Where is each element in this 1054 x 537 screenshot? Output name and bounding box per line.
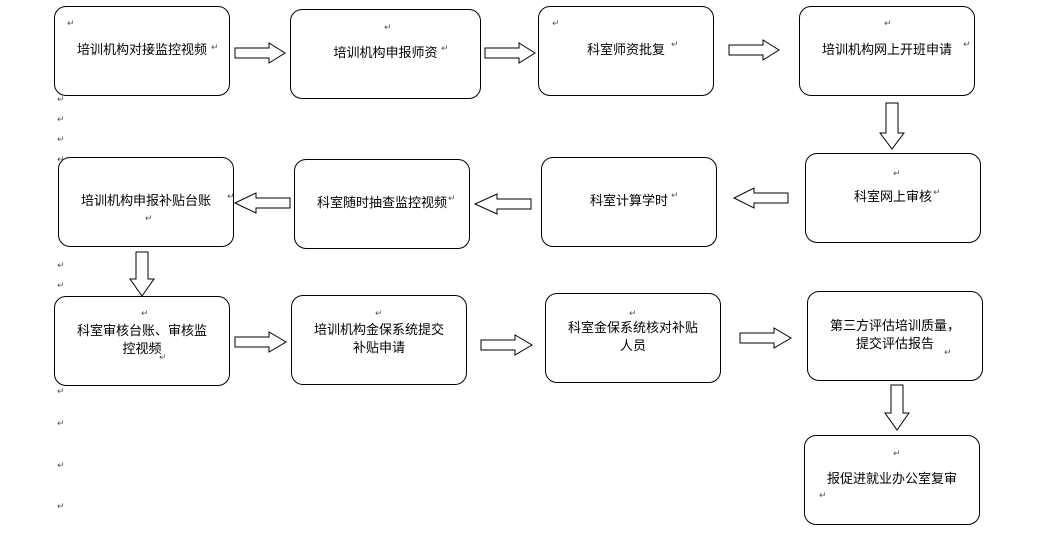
arrow-n3-n4 — [728, 39, 780, 61]
paragraph-mark: ↵ — [211, 43, 219, 53]
paragraph-mark: ↵ — [671, 40, 679, 50]
paragraph-mark: ↵ — [57, 155, 65, 165]
node-label: 科室审核台账、审核监 控视频 — [76, 324, 207, 357]
step-verify-subsidy-personnel: 科室金保系统核对补贴 人员 — [545, 293, 721, 383]
step-submit-subsidy-application: 培训机构金保系统提交 补贴申请 — [291, 295, 467, 385]
paragraph-mark: ↵ — [227, 192, 235, 202]
paragraph-mark: ↵ — [57, 95, 65, 105]
step-connect-monitor-video: 培训机构对接监控视频 — [54, 6, 230, 96]
paragraph-mark: ↵ — [141, 309, 149, 319]
node-label: 培训机构金保系统提交 补贴申请 — [313, 323, 444, 356]
paragraph-mark: ↵ — [145, 214, 153, 224]
node-label: 培训机构申报师资 — [333, 46, 438, 61]
paragraph-mark: ↵ — [819, 491, 827, 501]
arrow-n7-n8 — [233, 192, 291, 214]
paragraph-mark: ↵ — [67, 19, 75, 29]
step-online-review: 科室网上审核 — [805, 153, 981, 243]
node-label: 科室网上审核 — [853, 190, 932, 205]
node-label: 第三方评估培训质量， 提交评估报告 — [829, 319, 960, 352]
arrow-n11-n12 — [739, 327, 792, 349]
paragraph-mark: ↵ — [57, 419, 65, 429]
arrow-n8-n9 — [129, 251, 155, 297]
arrow-n6-n7 — [473, 193, 532, 215]
paragraph-mark: ↵ — [884, 19, 892, 29]
node-label: 科室随时抽查监控视频 — [316, 196, 447, 211]
arrow-n9-n10 — [234, 331, 287, 353]
paragraph-mark: ↵ — [57, 281, 65, 291]
arrow-n10-n11 — [480, 334, 533, 356]
paragraph-mark: ↵ — [893, 169, 901, 179]
paragraph-mark: ↵ — [57, 387, 65, 397]
paragraph-mark: ↵ — [629, 309, 637, 319]
paragraph-mark: ↵ — [159, 353, 167, 363]
arrow-n5-n6 — [732, 187, 789, 209]
arrow-n12-n13 — [884, 384, 910, 431]
arrow-n1-n2 — [234, 42, 286, 64]
paragraph-mark: ↵ — [384, 23, 392, 33]
step-submit-for-recheck: 报促进就业办公室复审 — [804, 435, 980, 525]
paragraph-mark: ↵ — [57, 502, 65, 512]
node-label: 科室师资批复 — [586, 43, 665, 58]
paragraph-mark: ↵ — [933, 188, 941, 198]
arrow-n4-n5 — [879, 102, 905, 150]
paragraph-mark: ↵ — [552, 19, 560, 29]
node-label: 报促进就业办公室复审 — [826, 472, 957, 487]
paragraph-mark: ↵ — [944, 348, 952, 358]
paragraph-mark: ↵ — [57, 261, 65, 271]
paragraph-mark: ↵ — [57, 461, 65, 471]
node-label: 培训机构对接监控视频 — [76, 43, 207, 58]
step-third-party-evaluation: 第三方评估培训质量， 提交评估报告 — [807, 291, 983, 381]
paragraph-mark: ↵ — [963, 40, 971, 50]
node-label: 科室计算学时 — [589, 194, 668, 209]
step-calculate-hours: 科室计算学时 — [541, 157, 717, 247]
paragraph-mark: ↵ — [375, 309, 383, 319]
node-label: 科室金保系统核对补贴 人员 — [567, 321, 698, 354]
step-approve-teachers: 科室师资批复 — [538, 6, 714, 96]
step-review-ledger-video: 科室审核台账、审核监 控视频 — [54, 296, 230, 386]
paragraph-mark: ↵ — [448, 194, 456, 204]
node-label: 培训机构网上开班申请 — [821, 43, 952, 58]
paragraph-mark: ↵ — [671, 191, 679, 201]
paragraph-mark: ↵ — [441, 44, 449, 54]
paragraph-mark: ↵ — [893, 449, 901, 459]
node-label: 培训机构申报补贴台账 — [80, 194, 211, 209]
paragraph-mark: ↵ — [57, 135, 65, 145]
step-declare-teachers: 培训机构申报师资 — [290, 9, 481, 99]
step-spot-check-video: 科室随时抽查监控视频 — [294, 159, 470, 249]
arrow-n2-n3 — [484, 42, 536, 64]
step-declare-subsidy-ledger: 培训机构申报补贴台账 — [58, 157, 234, 247]
step-online-class-application: 培训机构网上开班申请 — [799, 6, 975, 96]
paragraph-mark: ↵ — [57, 115, 65, 125]
